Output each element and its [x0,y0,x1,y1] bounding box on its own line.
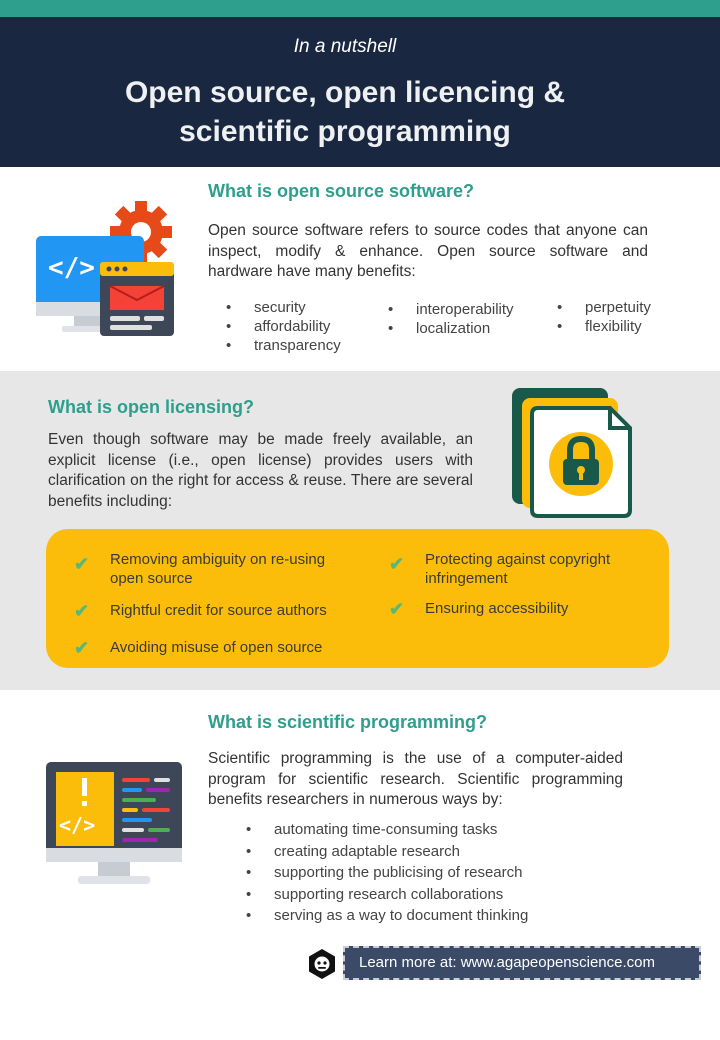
monkey-logo-icon [309,949,335,979]
list-item: •flexibility [557,318,642,335]
benefit-label: Rightful credit for source authors [110,602,327,619]
check-icon: ✔ [74,638,90,658]
list-item: •security [226,299,306,316]
benefits-panel [46,529,669,668]
page-title: Open source, open licencing & scientific… [60,73,630,151]
list-item: •interoperability [388,301,514,318]
list-item: •perpetuity [557,299,651,316]
svg-text:</>: </> [48,253,95,283]
benefit-label: Avoiding misuse of open source [110,639,323,656]
check-icon: ✔ [74,601,90,621]
benefit-list-col2: •interoperability •localization [388,300,514,338]
check-icon: ✔ [74,554,90,574]
check-icon: ✔ [389,554,405,574]
list-item: •serving as a way to document thinking [246,907,529,924]
list-item: •supporting research collaborations [246,885,504,903]
code-monitor-icon: </> [46,762,182,884]
list-item: •creating adaptable research [246,842,460,860]
header-kicker: In a nutshell [293,36,397,57]
licensing-heading: What is open licensing? [48,397,255,417]
list-item: •supporting the publicising of research [246,864,523,881]
benefit-label: Ensuring accessibility [425,600,569,617]
list-item: •affordability [226,318,331,335]
benefit-list-col1: •security •affordability •transparency [226,298,341,355]
scientific-benefit-list: •automating time-consuming tasks •creati… [246,820,528,928]
open-source-heading: What is open source software? [208,181,475,201]
open-source-text: Open source software refers to source co… [208,222,648,280]
title-line-2: scientific programming [179,115,511,148]
list-item: •localization [388,320,491,337]
benefit-label: Removing ambiguity on re-using open sour… [110,551,326,587]
top-accent-bar [0,0,720,17]
license-lock-icon [512,388,632,518]
benefit-label: Protecting against copyright infringemen… [425,551,611,587]
list-item: •transparency [226,337,341,354]
title-line-1: Open source, open licencing & [124,76,566,109]
scientific-text: Scientific programming is the use of a c… [208,750,623,808]
check-icon: ✔ [389,599,405,619]
svg-text:</>: </> [59,813,95,837]
scientific-heading: What is scientific programming? [208,712,488,732]
code-monitor-gear-icon: </> [36,201,174,336]
benefit-list-col3: •perpetuity •flexibility [557,298,651,336]
header-banner [0,17,720,167]
learn-more-link[interactable]: Learn more at: www.agapeopenscience.com [343,946,701,980]
licensing-text: Even though software may be made freely … [48,431,473,510]
list-item: •automating time-consuming tasks [246,821,498,838]
